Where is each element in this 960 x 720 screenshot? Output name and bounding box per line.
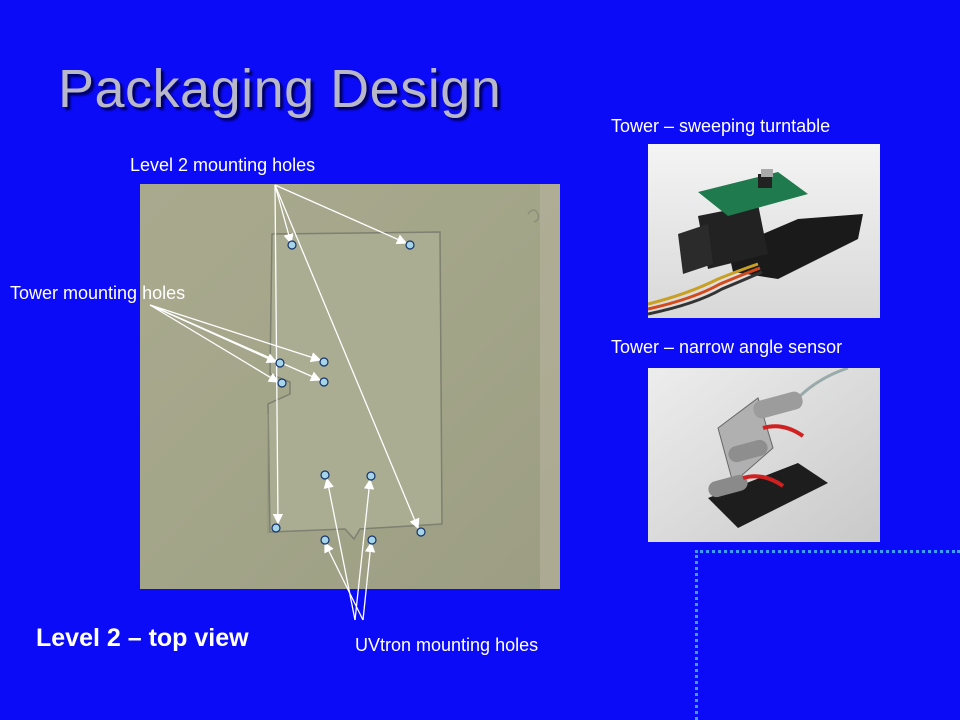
level2-board-photo [140, 184, 560, 589]
level2-arrows [272, 184, 420, 530]
tower-sensor-photo [648, 368, 880, 542]
uvtron-mounting-holes-label: UVtron mounting holes [355, 635, 539, 655]
level2-top-view-caption: Level 2 – top view [36, 624, 249, 652]
tower-mounting-holes-label: Tower mounting holes [10, 283, 186, 303]
slide-title: Packaging Design [58, 59, 502, 119]
tower-turntable-photo [648, 144, 880, 318]
mounting-holes [271, 240, 426, 545]
tower-turntable-label: Tower – sweeping turntable [611, 116, 831, 136]
tower-arrows [149, 304, 322, 383]
uvtron-arrows [323, 477, 376, 621]
decorative-dotted-frame [695, 550, 960, 720]
level2-mounting-holes-label: Level 2 mounting holes [130, 155, 316, 175]
tower-sensor-label: Tower – narrow angle sensor [611, 337, 843, 357]
